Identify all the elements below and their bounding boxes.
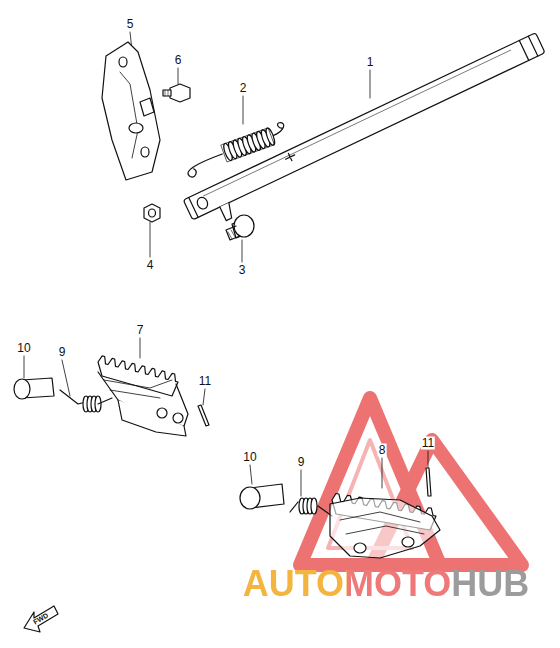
coil xyxy=(311,498,317,514)
callout-number: 4 xyxy=(146,259,155,272)
watermark: AUTOMOTOHUB xyxy=(243,564,530,604)
callout-number: 5 xyxy=(126,18,135,31)
watermark-logo xyxy=(300,398,522,565)
callout-number: 2 xyxy=(239,82,248,95)
footrest xyxy=(98,356,188,436)
clevis-pin xyxy=(240,484,284,509)
nut xyxy=(144,204,160,222)
callout-number: 7 xyxy=(136,324,145,337)
callout-number: 3 xyxy=(238,264,247,277)
cotter-pin xyxy=(198,405,209,426)
bracket-plate xyxy=(102,42,160,180)
return-spring xyxy=(60,390,112,412)
bolt xyxy=(163,84,190,102)
callout-number: 10 xyxy=(242,451,257,464)
return-spring xyxy=(290,498,332,516)
callout-number: 9 xyxy=(297,456,306,469)
callout-number: 11 xyxy=(421,437,435,450)
pivot-bolt xyxy=(226,215,254,240)
side-stand xyxy=(183,33,551,234)
leader-lines xyxy=(24,32,428,496)
callout-number: 6 xyxy=(174,54,183,67)
callout-number: 11 xyxy=(198,375,212,388)
coil xyxy=(264,127,276,146)
callout-number: 1 xyxy=(366,56,375,69)
callout-number: 9 xyxy=(58,346,67,359)
footrest xyxy=(330,494,440,558)
forward-arrow xyxy=(24,606,58,632)
callout-number: 8 xyxy=(378,444,387,457)
callout-number: 10 xyxy=(16,342,31,355)
clevis-pin xyxy=(14,378,54,399)
cotter-pin xyxy=(426,468,431,496)
stand-spring xyxy=(182,122,290,179)
